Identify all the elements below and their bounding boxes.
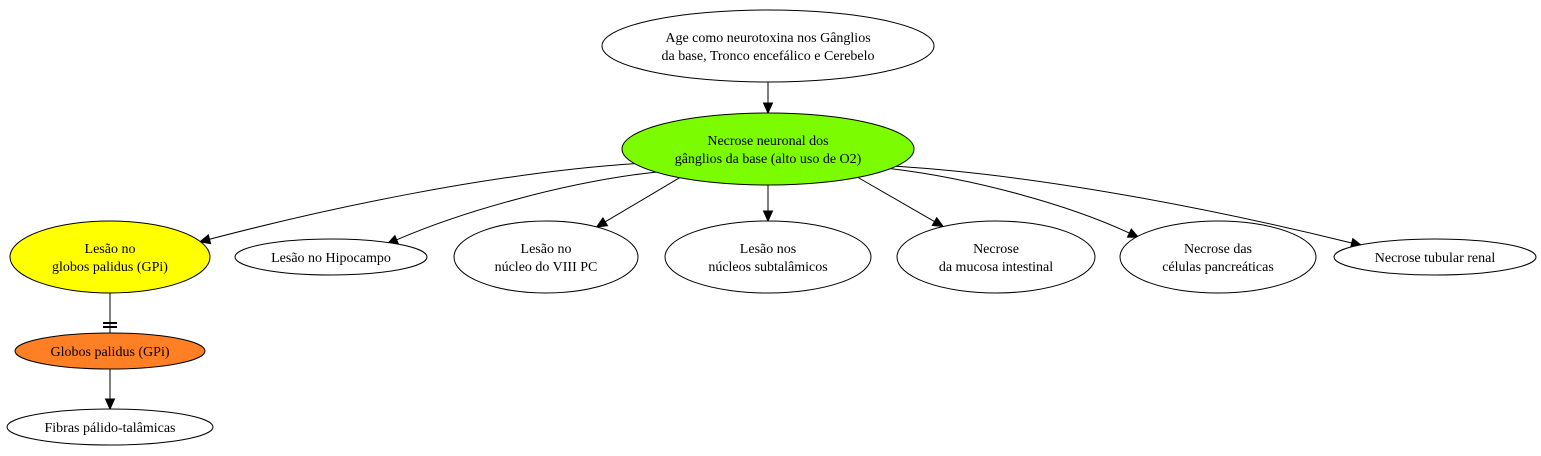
- edge-line: [896, 165, 1352, 244]
- arrowhead: [931, 216, 945, 228]
- node-label: Age como neurotoxina nos Gânglios: [665, 31, 870, 46]
- node-ellipse: [453, 220, 639, 294]
- node-fibras: Fibras pálido-talâmicas: [6, 408, 214, 446]
- node-lesao-viii-pc: Lesão no núcleo do VIII PC: [453, 220, 639, 294]
- nodes-layer: Age como neurotoxina nos Gânglios da base…: [6, 9, 1537, 446]
- arrowhead: [104, 398, 116, 411]
- node-label: da base, Tronco encefálico e Cerebelo: [661, 49, 874, 64]
- node-label: Fibras pálido-talâmicas: [44, 421, 175, 436]
- edge-necrose-neuronal-to-lesao-viii-pc: [595, 177, 680, 228]
- edge-line: [396, 171, 656, 241]
- node-necrose-tubular: Necrose tubular renal: [1333, 238, 1537, 276]
- node-lesao-subtalamicos: Lesão nos núcleos subtalâmicos: [664, 220, 872, 294]
- node-label: Globos palidus (GPi): [51, 345, 170, 360]
- edge-line: [604, 177, 680, 223]
- edge-necrose-neuronal-to-necrose-mucosa: [857, 176, 945, 228]
- node-globos-palidus: Globos palidus (GPi): [14, 332, 206, 370]
- arrowhead: [595, 217, 609, 228]
- node-label: Necrose: [973, 242, 1019, 257]
- edge-necrose-neuronal-to-lesao-gpi: [198, 163, 635, 245]
- node-label: Lesão no Hipocampo: [271, 251, 391, 266]
- edge-necrose-neuronal-to-necrose-pancreaticas: [890, 168, 1140, 238]
- node-ellipse: [9, 220, 211, 294]
- edges-layer: [103, 82, 1363, 411]
- edge-line: [890, 168, 1130, 234]
- node-necrose-pancreaticas: Necrose das células pancreáticas: [1119, 220, 1317, 294]
- edge-lesao-gpi-to-globos-palidus: [103, 293, 117, 333]
- node-label: gânglios da base (alto uso de O2): [675, 152, 862, 167]
- node-label: núcleos subtalâmicos: [708, 260, 827, 275]
- node-ellipse: [621, 112, 915, 186]
- node-lesao-gpi: Lesão no globos palidus (GPi): [9, 220, 211, 294]
- node-label: Lesão no: [85, 242, 136, 257]
- node-label: globos palidus (GPi): [52, 260, 168, 275]
- edge-neurotoxina-to-necrose-neuronal: [762, 82, 774, 115]
- node-necrose-mucosa: Necrose da mucosa intestinal: [896, 220, 1096, 294]
- node-necrose-neuronal: Necrose neuronal dos gânglios da base (al…: [621, 112, 915, 186]
- node-ellipse: [6, 408, 214, 446]
- node-label: Necrose das: [1184, 242, 1252, 257]
- arrowhead: [762, 102, 774, 115]
- node-label: Necrose tubular renal: [1375, 251, 1496, 266]
- node-label: Necrose neuronal dos: [707, 134, 828, 149]
- node-label: núcleo do VIII PC: [495, 260, 598, 275]
- node-label: células pancreáticas: [1162, 260, 1274, 275]
- node-label: Lesão nos: [740, 242, 796, 257]
- node-ellipse: [1119, 220, 1317, 294]
- node-label: da mucosa intestinal: [939, 260, 1053, 275]
- node-neurotoxina: Age como neurotoxina nos Gânglios da base…: [601, 9, 935, 83]
- arrowhead: [1126, 228, 1140, 238]
- node-ellipse: [896, 220, 1096, 294]
- node-lesao-hipocampo: Lesão no Hipocampo: [234, 238, 428, 276]
- node-ellipse: [601, 9, 935, 83]
- edge-necrose-neuronal-to-lesao-subtalamicos: [762, 185, 774, 223]
- node-ellipse: [664, 220, 872, 294]
- edge-necrose-neuronal-to-lesao-hipocampo: [386, 171, 656, 245]
- node-ellipse: [234, 238, 428, 276]
- node-ellipse: [14, 332, 206, 370]
- node-label: Lesão no: [521, 242, 572, 257]
- node-ellipse: [1333, 238, 1537, 276]
- edge-line: [857, 176, 935, 222]
- edge-line: [209, 163, 635, 240]
- arrowhead: [762, 210, 774, 223]
- arrowhead: [198, 234, 212, 245]
- edge-globos-palidus-to-fibras: [104, 369, 116, 411]
